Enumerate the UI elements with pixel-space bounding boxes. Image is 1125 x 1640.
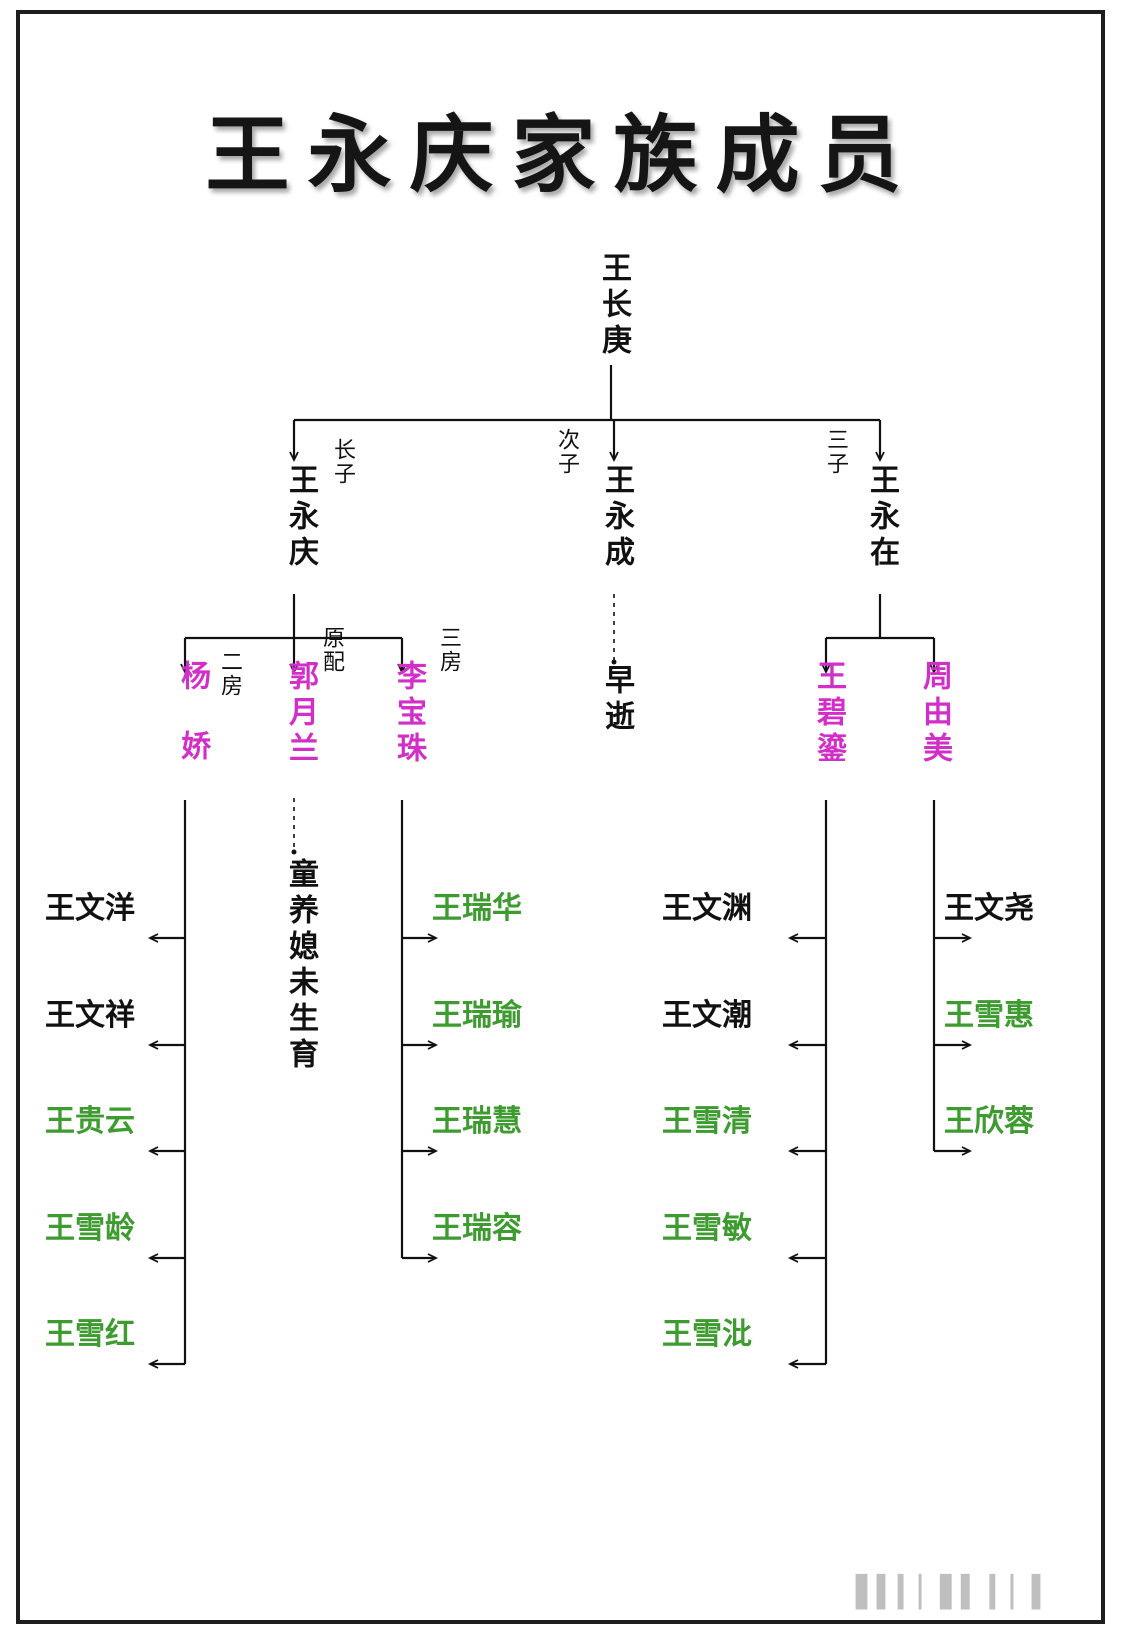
son-name-yongzai: 王永在	[864, 464, 899, 572]
wife-label-original: 原配	[319, 626, 344, 674]
son-name-yongqing: 王永庆	[283, 464, 318, 572]
arrow-down-icon	[609, 451, 619, 463]
son-label-eldest: 长子	[330, 438, 355, 486]
arrow-right-icon	[427, 1253, 439, 1263]
child-name: 王雪清	[662, 1104, 752, 1139]
child-name: 王文潮	[662, 998, 752, 1033]
arrow-left-icon	[147, 1146, 159, 1156]
arrow-down-icon	[397, 663, 407, 675]
watermark-icon: ▌▍▎▏▌▍ ▎▏▍	[855, 1575, 1055, 1610]
arrow-down-icon	[289, 663, 299, 675]
wife-label-third: 三房	[436, 626, 461, 674]
child-name: 王瑞瑜	[432, 998, 522, 1033]
child-name: 王贵云	[45, 1104, 135, 1139]
arrow-right-icon	[427, 1146, 439, 1156]
wife-name-guoyuelan: 郭月兰	[283, 660, 318, 768]
arrow-right-icon	[961, 1146, 973, 1156]
wife-name-yangjiao: 杨娇	[175, 660, 210, 800]
son-label-third: 三子	[823, 428, 848, 476]
wife-name-wangbiluan: 王碧鎏	[811, 660, 846, 768]
child-name: 王雪敏	[662, 1211, 752, 1246]
arrow-left-icon	[147, 1253, 159, 1263]
diagram-frame	[16, 10, 1105, 1624]
arrow-right-icon	[427, 1040, 439, 1050]
arrow-left-icon	[787, 933, 799, 943]
arrow-left-icon	[787, 1146, 799, 1156]
child-name: 王瑞华	[432, 891, 522, 926]
arrow-left-icon	[787, 1040, 799, 1050]
arrow-left-icon	[147, 933, 159, 943]
wife-label-second: 二房	[217, 650, 242, 698]
child-name: 王瑞慧	[432, 1104, 522, 1139]
child-name: 王欣蓉	[944, 1104, 1034, 1139]
arrow-left-icon	[147, 1359, 159, 1369]
son-label-second: 次子	[554, 428, 579, 476]
arrow-left-icon	[787, 1359, 799, 1369]
child-name: 王文祥	[45, 998, 135, 1033]
page-title: 王永庆家族成员	[205, 105, 920, 204]
wife-name-libaozhu: 李宝珠	[391, 660, 426, 768]
arrow-left-icon	[147, 1040, 159, 1050]
son-name-yongcheng: 王永成	[599, 464, 634, 572]
arrow-down-icon	[821, 663, 831, 675]
child-name: 王瑞容	[432, 1211, 522, 1246]
child-name: 王文洋	[45, 891, 135, 926]
wife-note-no-children: 童养媳未生育	[283, 858, 318, 1074]
arrow-dot-icon	[291, 849, 297, 855]
arrow-right-icon	[427, 933, 439, 943]
child-name: 王雪红	[45, 1317, 135, 1352]
child-name: 王文尧	[944, 891, 1034, 926]
arrow-dot-icon	[611, 659, 617, 665]
arrow-down-icon	[289, 451, 299, 463]
child-name: 王雪沘	[662, 1317, 752, 1352]
arrow-down-icon	[929, 663, 939, 675]
arrow-right-icon	[961, 933, 973, 943]
arrow-right-icon	[961, 1040, 973, 1050]
child-name: 王文渊	[662, 891, 752, 926]
son-note-early-death: 早逝	[599, 664, 634, 736]
child-name: 王雪龄	[45, 1211, 135, 1246]
wife-name-zhouyoumei: 周由美	[917, 660, 952, 768]
child-name: 王雪惠	[944, 998, 1034, 1033]
arrow-down-icon	[875, 451, 885, 463]
arrow-down-icon	[180, 663, 190, 675]
arrow-left-icon	[787, 1253, 799, 1263]
root-name: 王长庚	[596, 252, 631, 360]
